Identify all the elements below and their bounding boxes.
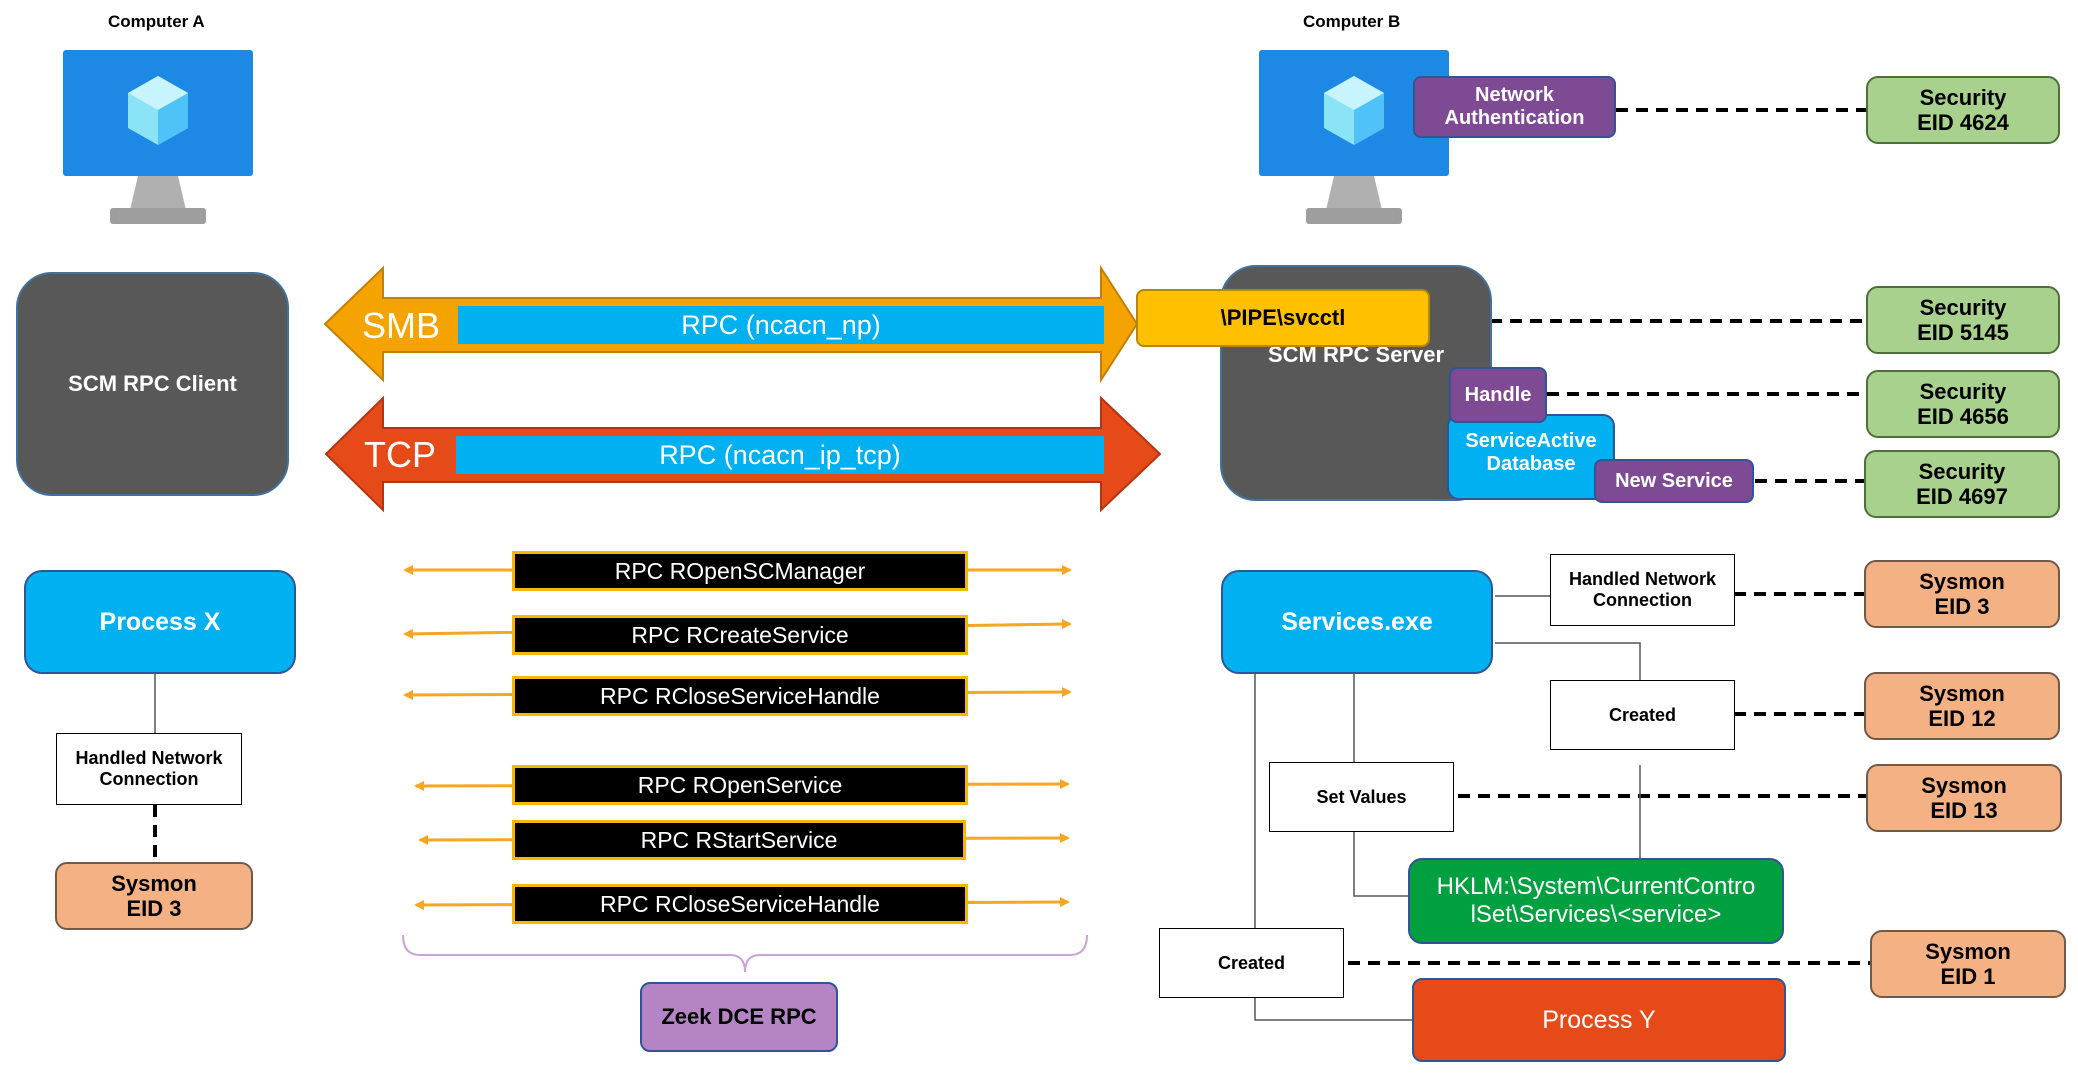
security-eid-4624: Security EID 4624 (1866, 76, 2060, 144)
sysmon-eid3-a: Sysmon EID 3 (55, 862, 253, 930)
process-x: Process X (24, 570, 296, 674)
security-eid-4697: Security EID 4697 (1864, 450, 2060, 518)
rpc-call-bar: RPC RCreateService (512, 615, 968, 655)
handle-label: Handle (1449, 367, 1547, 423)
tcp-rpc-strip: RPC (ncacn_ip_tcp) (456, 436, 1104, 474)
sysmon-eid-1: Sysmon EID 1 (1870, 930, 2066, 998)
zeek-dce-rpc: Zeek DCE RPC (640, 982, 838, 1052)
rpc-call-bar: RPC RCloseServiceHandle (512, 884, 968, 924)
sysmon-eid-3: Sysmon EID 3 (1864, 560, 2060, 628)
computer-b-monitor-icon (1259, 50, 1449, 224)
security-eid-5145: Security EID 5145 (1866, 286, 2060, 354)
zeek-brace (402, 934, 1088, 973)
smb-rpc-strip: RPC (ncacn_np) (458, 306, 1104, 344)
process-y: Process Y (1412, 978, 1786, 1062)
service-active-database: ServiceActive Database (1447, 414, 1615, 500)
smb-label: SMB (362, 305, 441, 346)
services-exe: Services.exe (1221, 570, 1493, 674)
scm-rpc-client: SCM RPC Client (16, 272, 289, 496)
tcp-label: TCP (364, 434, 436, 475)
computer-b-label: Computer B (1303, 12, 1401, 31)
sysmon-eid-13: Sysmon EID 13 (1866, 764, 2062, 832)
created-registry: Created (1550, 680, 1735, 750)
rpc-call-bar: RPC ROpenService (512, 765, 968, 805)
hklm-services-key: HKLM:\System\CurrentContro lSet\Services… (1408, 858, 1784, 944)
handled-network-connection-a: Handled Network Connection (56, 733, 242, 805)
created-process: Created (1159, 928, 1344, 998)
rpc-call-bar: RPC RStartService (512, 820, 966, 860)
network-authentication: Network Authentication (1413, 76, 1616, 138)
set-values: Set Values (1269, 762, 1454, 832)
computer-a-monitor-icon (63, 50, 253, 224)
sysmon-eid-12: Sysmon EID 12 (1864, 672, 2060, 740)
rpc-call-bar: RPC ROpenSCManager (512, 551, 968, 591)
pipe-svcctl: \PIPE\svcctl (1136, 289, 1430, 347)
new-service-label: New Service (1594, 459, 1754, 503)
rpc-call-bar: RPC RCloseServiceHandle (512, 676, 968, 716)
security-eid-4656: Security EID 4656 (1866, 370, 2060, 438)
computer-a-label: Computer A (108, 12, 205, 31)
handled-network-connection-b: Handled Network Connection (1550, 554, 1735, 626)
